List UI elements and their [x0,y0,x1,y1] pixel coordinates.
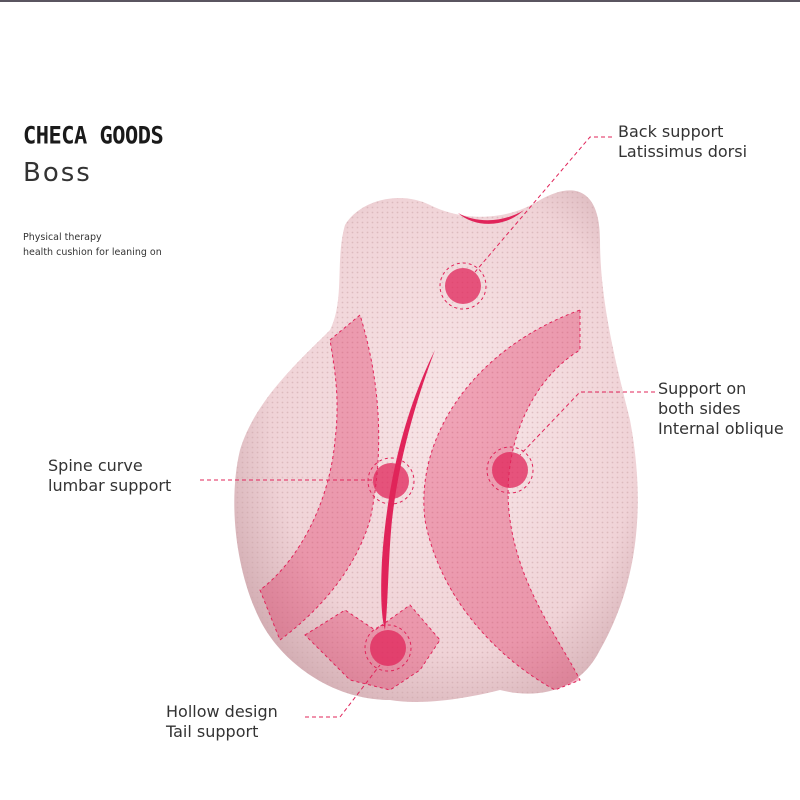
callout-text: Spine curve [48,456,143,475]
back-leader [474,136,612,273]
sides-leader [519,391,655,456]
back-point [445,268,481,304]
callout-text: Support on [658,379,747,398]
tagline-line2: health cushion for leaning on [23,247,162,258]
brand-logo: CHECA GOODS [23,122,164,151]
callout-text: both sides [658,399,741,418]
side-point-ring [486,446,534,494]
spine-point [373,463,409,499]
leader-lines [200,136,655,718]
callout-back-support: Back support Latissimus dorsi [618,122,747,162]
back-point-ring [439,262,487,310]
callout-text: lumbar support [48,476,172,495]
callout-text: Tail support [166,722,259,741]
spine-point-ring [367,457,415,505]
top-border [0,0,800,2]
model-name: Boss [23,158,92,188]
neck-curve-mark [458,210,524,224]
callout-text: Latissimus dorsi [618,142,748,161]
side-point [492,452,528,488]
cushion-body [234,190,638,702]
callout-text: Hollow design [166,702,278,721]
callout-spine-curve: Spine curve lumbar support [48,456,171,496]
tagline-line1: Physical therapy [23,232,102,243]
pressure-points [364,262,534,672]
tagline: Physical therapy health cushion for lean… [23,230,162,260]
callout-text: Back support [618,122,724,141]
tail-leader [305,664,381,718]
callout-tail-support: Hollow design Tail support [166,702,278,742]
tail-point [370,630,406,666]
callout-side-support: Support on both sides Internal oblique [658,379,784,439]
callout-text: Internal oblique [658,419,784,438]
tail-point-ring [364,624,412,672]
